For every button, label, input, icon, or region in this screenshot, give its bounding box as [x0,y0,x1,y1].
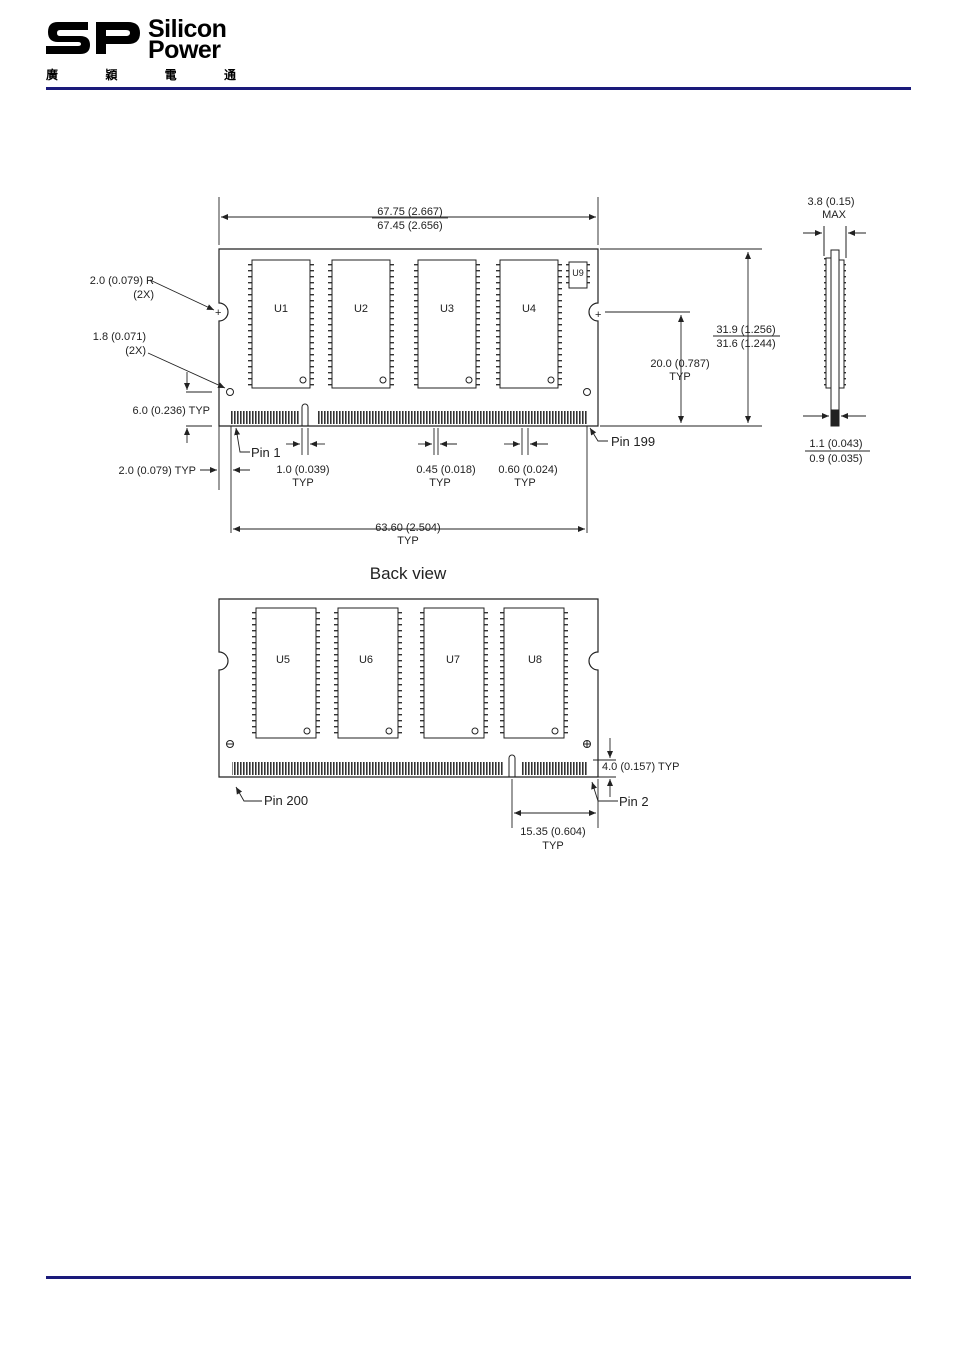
chinese-char: 穎 [105,68,118,82]
chip-u7: U7 [420,607,488,739]
dim-hole-diameter: 1.8 (0.071) [93,331,146,343]
dim-pcb-max: 1.1 (0.043) [809,438,862,450]
back-hole-right [583,740,591,748]
chip-label: U9 [572,268,584,278]
chip-label: U8 [528,654,542,666]
page-header: Silicon Power 廣 穎 電 通 [0,0,954,92]
chip-label: U7 [446,654,460,666]
dim-key-width: 1.0 (0.039) [276,464,329,476]
front-contacts-left [231,411,300,424]
back-chips: U5 U6 U7 U8 [252,607,568,739]
front-hole-left [226,388,234,396]
dim-key-offset: 15.35 (0.604) [520,826,585,838]
chip-u6: U6 [334,607,402,739]
dim-notch-radius: 2.0 (0.079) R [90,275,154,287]
back-contacts-left [232,762,504,775]
header-rule [46,87,911,90]
chip-label: U1 [274,303,288,315]
chip-label: U4 [522,303,536,315]
front-hole-right [583,388,591,396]
chip-label: U3 [440,303,454,315]
back-dimension-labels: Pin 200 Pin 2 4.0 (0.157) TYP 15.35 (0.6… [264,761,679,852]
back-hole-left [226,740,234,748]
back-contacts-right [521,762,587,775]
back-key-notch [508,754,516,777]
label-pin-200: Pin 200 [264,793,308,808]
chip-label: U6 [359,654,373,666]
chinese-brand-name: 廣 穎 電 通 [46,66,236,83]
chip-label: U5 [276,654,290,666]
side-pcb [830,249,840,427]
front-dimension-labels: 67.75 (2.667) 67.45 (2.656) 2.0 (0.079) … [90,206,776,547]
chinese-char: 電 [164,68,177,82]
chip-u4: U4 [496,259,562,389]
dim-contact-span-typ: TYP [397,535,418,547]
dim-notch-height: 20.0 (0.787) [650,358,709,370]
chip-u2: U2 [328,259,394,389]
chip-label: U2 [354,303,368,315]
dim-width-min: 67.45 (2.656) [377,220,442,232]
label-pin-199: Pin 199 [611,434,655,449]
dim-thickness-max: MAX [822,209,847,221]
dim-pcb-min: 0.9 (0.035) [809,453,862,465]
front-chips: U1 U2 U3 U4 U9 [248,259,590,389]
chip-u3: U3 [414,259,480,389]
dim-hole-offset: 6.0 (0.236) TYP [133,405,210,417]
dim-edge-offset: 2.0 (0.079) TYP [119,465,196,477]
dim-key-offset-typ: TYP [542,840,563,852]
crosshair-icon: + [215,307,221,319]
dim-notch-height-typ: TYP [669,371,690,383]
back-view-title: Back view [370,564,447,583]
silicon-power-logo: Silicon Power 廣 穎 電 通 [44,14,244,86]
label-pin-1: Pin 1 [251,445,281,460]
sp-logo-mark [46,22,140,54]
label-pin-2: Pin 2 [619,794,649,809]
chip-u5: U5 [252,607,320,739]
side-contact [830,409,840,427]
back-view [218,598,599,778]
dim-notch-qty: (2X) [133,289,154,301]
brand-name-line2: Power [148,36,221,64]
dim-pin-pitch-typ: TYP [514,477,535,489]
front-board-outline [218,248,599,427]
front-key-notch [301,403,309,426]
back-dimensions [235,738,618,828]
chinese-char: 廣 [46,68,59,82]
chip-u8: U8 [500,607,568,739]
dim-height-min: 31.6 (1.244) [716,338,775,350]
dim-height-max: 31.9 (1.256) [716,324,775,336]
dim-hole-qty: (2X) [125,345,146,357]
dim-back-hole-offset: 4.0 (0.157) TYP [602,761,679,773]
side-dimension-labels: 3.8 (0.15) MAX 1.1 (0.043) 0.9 (0.035) [807,196,862,465]
dim-pin-width-typ: TYP [429,477,450,489]
side-view [803,226,870,452]
dim-contact-span: 63.60 (2.504) [375,522,440,534]
dim-width-max: 67.75 (2.667) [377,206,442,218]
chip-u9: U9 [566,261,590,289]
brand-name-line1: Silicon [148,15,227,43]
footer-rule [46,1276,911,1279]
chip-u1: U1 [248,259,314,389]
front-view: + + [215,248,601,427]
dim-pin-width: 0.45 (0.018) [416,464,475,476]
crosshair-icon: + [595,309,601,321]
dim-thickness: 3.8 (0.15) [807,196,854,208]
dim-pin-pitch: 0.60 (0.024) [498,464,557,476]
chinese-char: 通 [223,68,236,82]
dim-key-width-typ: TYP [292,477,313,489]
front-contacts-right [317,411,587,424]
front-dimensions [147,197,780,533]
